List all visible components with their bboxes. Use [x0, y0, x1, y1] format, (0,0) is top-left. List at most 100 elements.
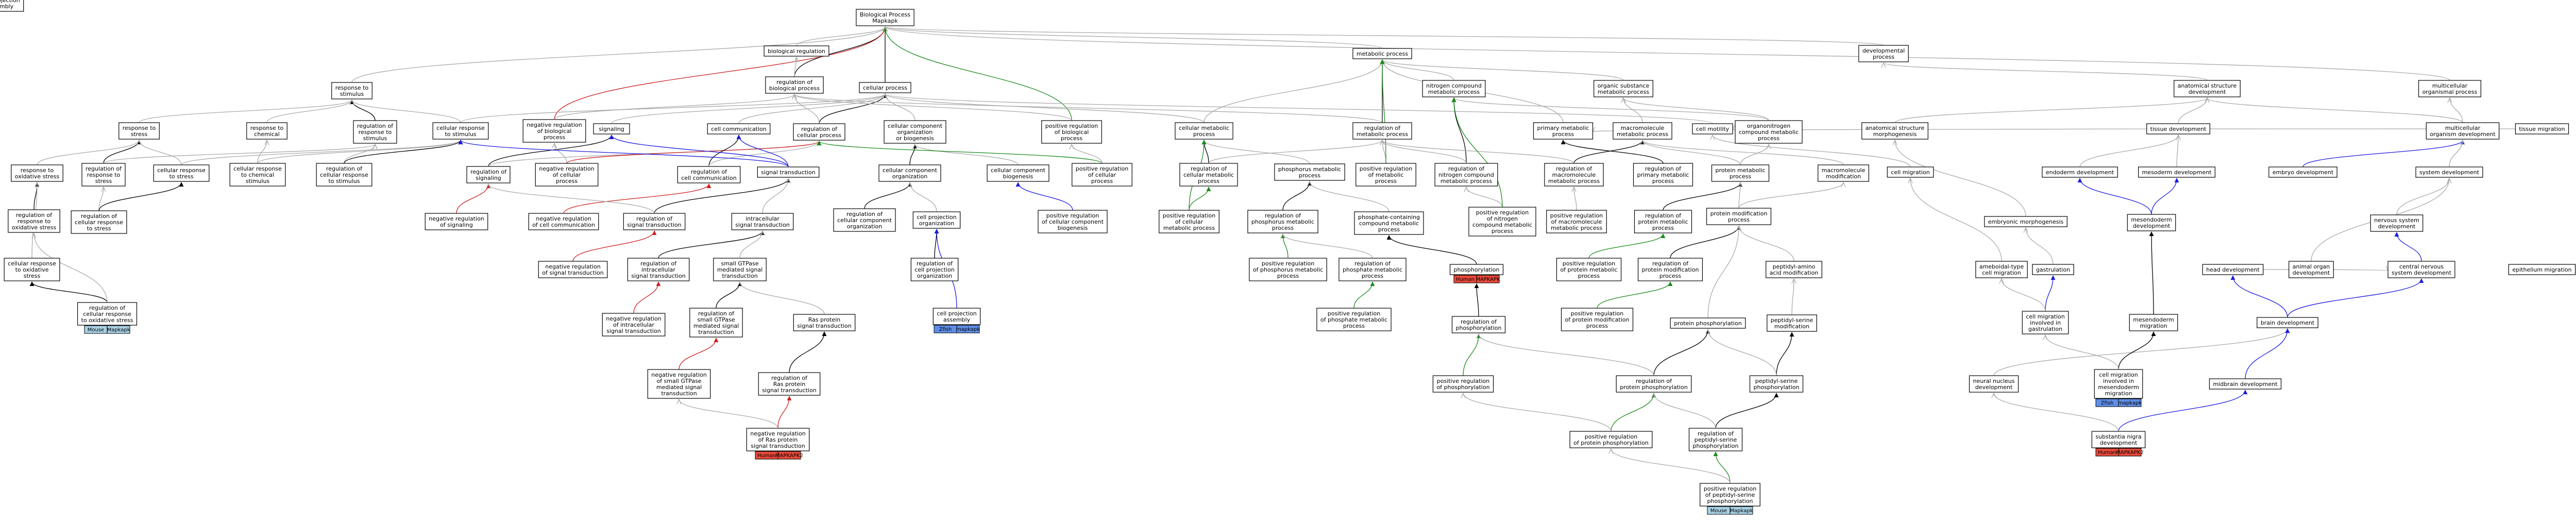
go-term-node[interactable]: midbrain development — [2209, 378, 2282, 390]
go-term-node[interactable]: epithelium migration — [2508, 264, 2576, 275]
go-term-node[interactable]: protein phosphorylation — [1670, 317, 1746, 329]
go-term-node[interactable]: metabolic process — [1352, 48, 1412, 59]
go-term-node[interactable]: endoderm development — [2042, 166, 2118, 178]
go-term-node[interactable]: brain development — [2257, 317, 2318, 328]
go-term-node[interactable]: cellular process — [859, 82, 911, 93]
go-term-node[interactable]: cell migration — [1887, 166, 1934, 178]
go-term-node[interactable]: embryo development — [2268, 166, 2337, 178]
go-term-node[interactable]: signaling — [593, 123, 630, 135]
go-term-node[interactable]: mesoderm development — [2138, 166, 2216, 178]
go-term-node[interactable]: signal transduction — [757, 166, 820, 178]
go-term-node[interactable]: tissue migration — [2515, 123, 2569, 135]
go-term-node[interactable]: cell communication — [707, 123, 771, 135]
go-term-node[interactable]: regulation ofpeptidyl-serinephosphorylat… — [1688, 428, 1743, 451]
go-term-node[interactable]: biological regulation — [764, 45, 829, 57]
go-term-node[interactable]: gastrulation — [2032, 264, 2074, 275]
